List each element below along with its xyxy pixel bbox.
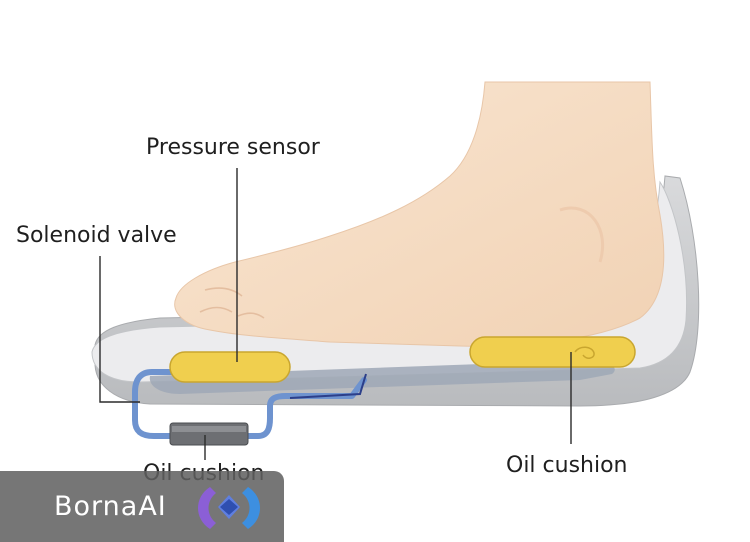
borna-ai-logo-icon [198,487,260,529]
rear-cushion-swirl [574,346,595,359]
solenoid-valve-highlight [172,426,246,432]
insole-channel [149,360,615,394]
ankle-shading [559,206,605,263]
oil-tube [132,369,367,439]
leader-solenoid-valve [99,256,140,403]
label-pressure-sensor: Pressure sensor [146,135,321,160]
toe-lines [199,287,265,319]
front-oil-cushion [169,351,291,383]
watermark-text: BornaAI [54,491,167,522]
rear-oil-cushion [469,336,636,368]
label-solenoid-valve: Solenoid valve [16,223,177,248]
label-oil-cushion-right: Oil cushion [506,453,628,478]
foot [174,81,665,347]
oil-tube-inner [289,373,367,399]
watermark-badge: BornaAI [0,471,284,542]
